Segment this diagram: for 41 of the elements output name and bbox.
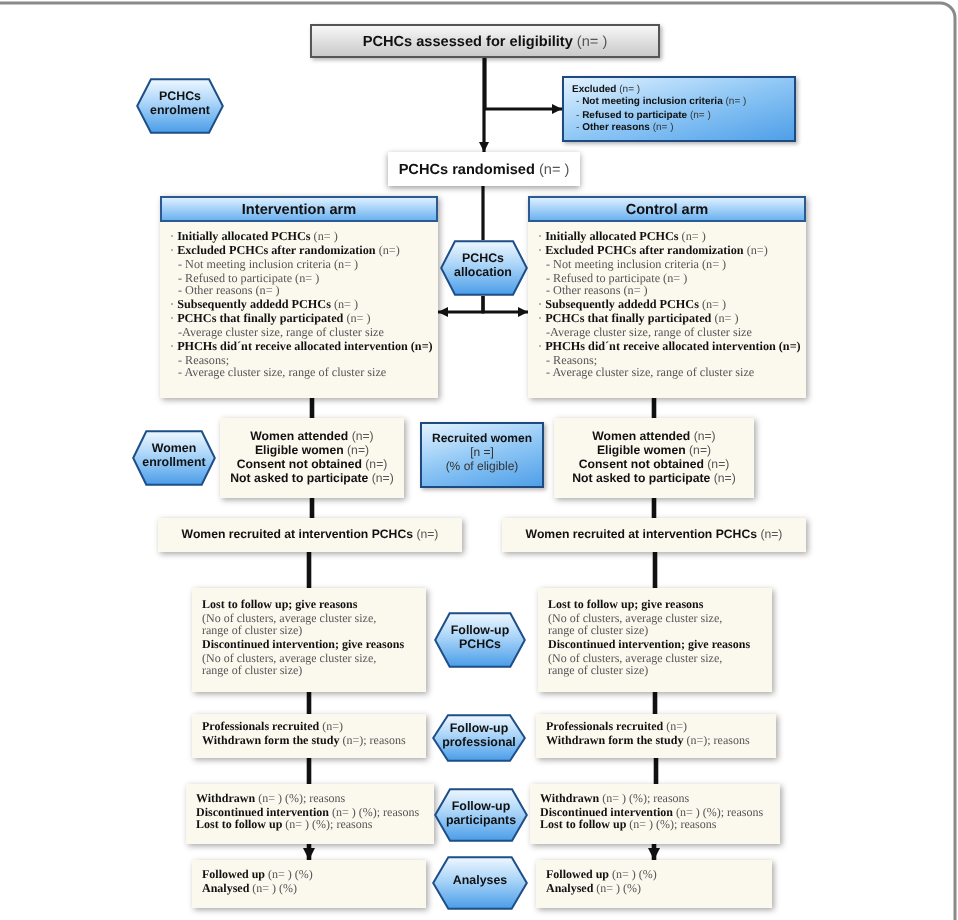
arrow: [481, 296, 528, 317]
process-box: [192, 860, 426, 908]
stage-hexagon: [434, 612, 526, 668]
process-box: [502, 518, 806, 552]
connector-line: [652, 552, 658, 588]
process-box: [554, 418, 754, 498]
stage-hexagon: [439, 240, 527, 296]
process-box: [192, 714, 426, 758]
connector-line: [309, 498, 315, 518]
connector-line: [309, 398, 315, 418]
process-box: [158, 518, 462, 552]
process-box: [538, 588, 772, 692]
process-box: [192, 588, 426, 692]
info-box: [420, 422, 544, 488]
process-box: [530, 784, 780, 844]
arrow: [648, 844, 660, 860]
stage-hexagon: [132, 430, 216, 486]
stage-hexagon: [432, 714, 526, 762]
arrow: [483, 58, 562, 114]
connector-line: [653, 758, 659, 784]
process-box: [186, 784, 434, 844]
stage-hexagon: [432, 856, 528, 910]
connector-line: [651, 398, 657, 418]
process-box: [388, 152, 580, 186]
connector-line: [306, 552, 312, 588]
connector-line: [481, 186, 485, 240]
connector-line: [651, 498, 657, 518]
process-box: [536, 860, 772, 908]
arrow: [303, 844, 315, 860]
stage-hexagon: [136, 78, 224, 134]
process-box: [220, 418, 404, 498]
connector-line: [306, 758, 312, 784]
exclusion-box: [562, 76, 796, 142]
stage-hexagon: [434, 788, 528, 842]
arm-panel: [528, 196, 806, 398]
arrow: [479, 58, 489, 152]
connector-line: [306, 692, 312, 714]
process-box: [310, 24, 660, 58]
process-box: [536, 714, 776, 758]
arm-panel: [160, 196, 438, 398]
connector-line: [652, 692, 658, 714]
